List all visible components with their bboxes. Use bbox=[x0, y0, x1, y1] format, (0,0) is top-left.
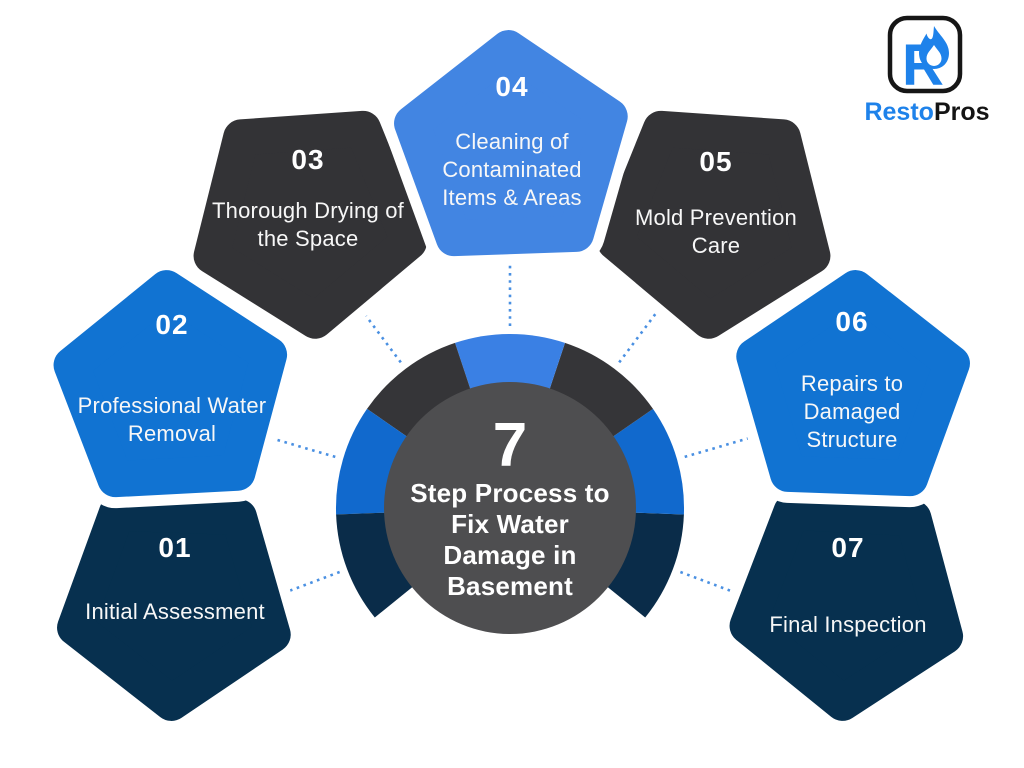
step-pentagon-05 bbox=[586, 99, 842, 350]
pentagon-shape bbox=[57, 494, 291, 721]
brand-name-blue: Resto bbox=[864, 98, 934, 126]
pentagon-shape bbox=[53, 270, 288, 498]
step-pentagon-02 bbox=[42, 259, 299, 509]
step-pentagon-03 bbox=[182, 99, 438, 350]
connector-dotted-line-02 bbox=[265, 435, 336, 459]
restopros-logo: R RestoPros bbox=[852, 12, 1002, 130]
step-pentagon-01 bbox=[46, 483, 302, 732]
pentagon-shape bbox=[394, 30, 628, 257]
brand-wordmark: RestoPros bbox=[852, 98, 1002, 127]
connector-dotted-line-05 bbox=[618, 304, 664, 364]
restopros-logo-icon: R bbox=[887, 15, 963, 98]
step-pentagon-06 bbox=[725, 259, 981, 508]
step-pentagon-07 bbox=[718, 482, 975, 732]
pentagon-shape bbox=[597, 110, 831, 339]
connector-dotted-line-06 bbox=[684, 435, 755, 459]
step-pentagon-04 bbox=[383, 19, 639, 268]
pentagon-shape bbox=[729, 493, 964, 721]
brand-name-black: Pros bbox=[933, 98, 990, 126]
water-drop-icon bbox=[926, 45, 942, 66]
pentagon-shape bbox=[736, 270, 970, 497]
hub-circle bbox=[384, 382, 636, 634]
pentagon-shape bbox=[193, 110, 427, 339]
